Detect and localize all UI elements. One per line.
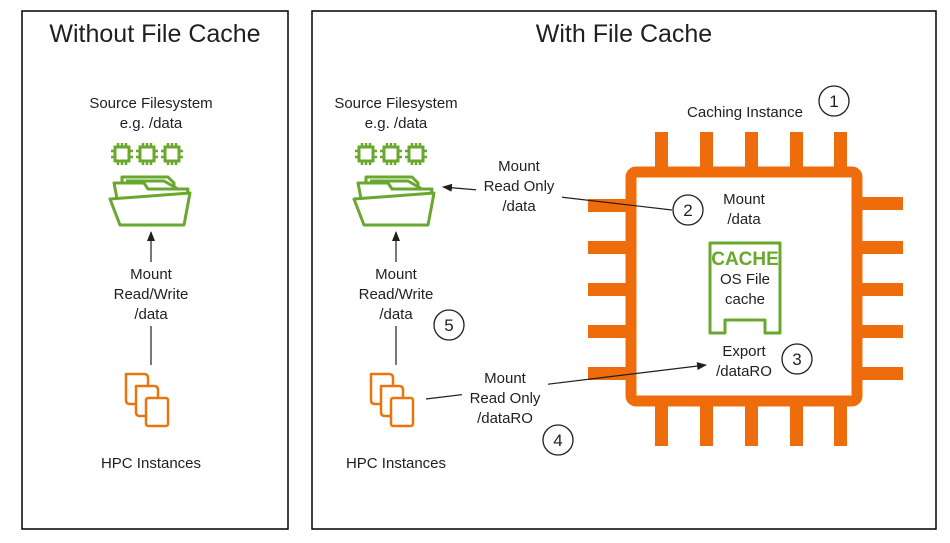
step-2-badge [672, 194, 704, 226]
cache-badge-text: CACHE [711, 249, 779, 270]
step-3-number: 3 [792, 350, 801, 369]
step-5-badge [433, 309, 465, 341]
left-folder-icon [108, 141, 192, 227]
panel-without-cache [21, 10, 289, 530]
panel-title-with-cache: With File Cache [536, 20, 712, 48]
left-mount-label-2: Read/Write [114, 286, 189, 303]
step-5-number: 5 [444, 316, 453, 335]
right-folder-icon [352, 141, 436, 227]
cache-label-2: cache [725, 291, 765, 308]
right-hpc-icon [369, 372, 415, 428]
cache-label-1: OS File [720, 271, 770, 288]
export-label-1: Export [722, 343, 766, 360]
mount-ro-label-1: Mount [498, 158, 541, 175]
left-mount-label-1: Mount [130, 266, 173, 283]
os-file-cache-icon [708, 241, 782, 335]
right-mount-rw-label-3: /data [379, 306, 413, 323]
mount-ro2-label-3: /dataRO [477, 410, 533, 427]
right-mount-rw-label-1: Mount [375, 266, 418, 283]
left-hpc-icon [124, 372, 170, 428]
step-2-number: 2 [683, 201, 692, 220]
left-source-label-2: e.g. /data [120, 115, 183, 132]
step-1-badge [818, 85, 850, 117]
step-3-badge [781, 343, 813, 375]
panel-with-cache [311, 10, 937, 530]
right-source-label-1: Source Filesystem [334, 95, 457, 112]
left-mount-label-3: /data [134, 306, 168, 323]
right-source-label-2: e.g. /data [365, 115, 428, 132]
left-source-label-1: Source Filesystem [89, 95, 212, 112]
caching-instance-label: Caching Instance [687, 104, 803, 121]
step-4-badge [542, 424, 574, 456]
chip-mount-label-2: /data [727, 211, 761, 228]
chip-mount-label-1: Mount [723, 191, 766, 208]
left-hpc-label: HPC Instances [101, 455, 201, 472]
mount-ro2-label-1: Mount [484, 370, 527, 387]
right-mount-rw-label-2: Read/Write [359, 286, 434, 303]
step-1-number: 1 [829, 92, 838, 111]
step-4-number: 4 [553, 431, 562, 450]
mount-ro-label-3: /data [502, 198, 536, 215]
mount-ro-label-2: Read Only [484, 178, 555, 195]
mount-ro2-label-2: Read Only [470, 390, 541, 407]
panel-title-without-cache: Without File Cache [49, 20, 260, 48]
right-hpc-label: HPC Instances [346, 455, 446, 472]
export-label-2: /dataRO [716, 363, 772, 380]
